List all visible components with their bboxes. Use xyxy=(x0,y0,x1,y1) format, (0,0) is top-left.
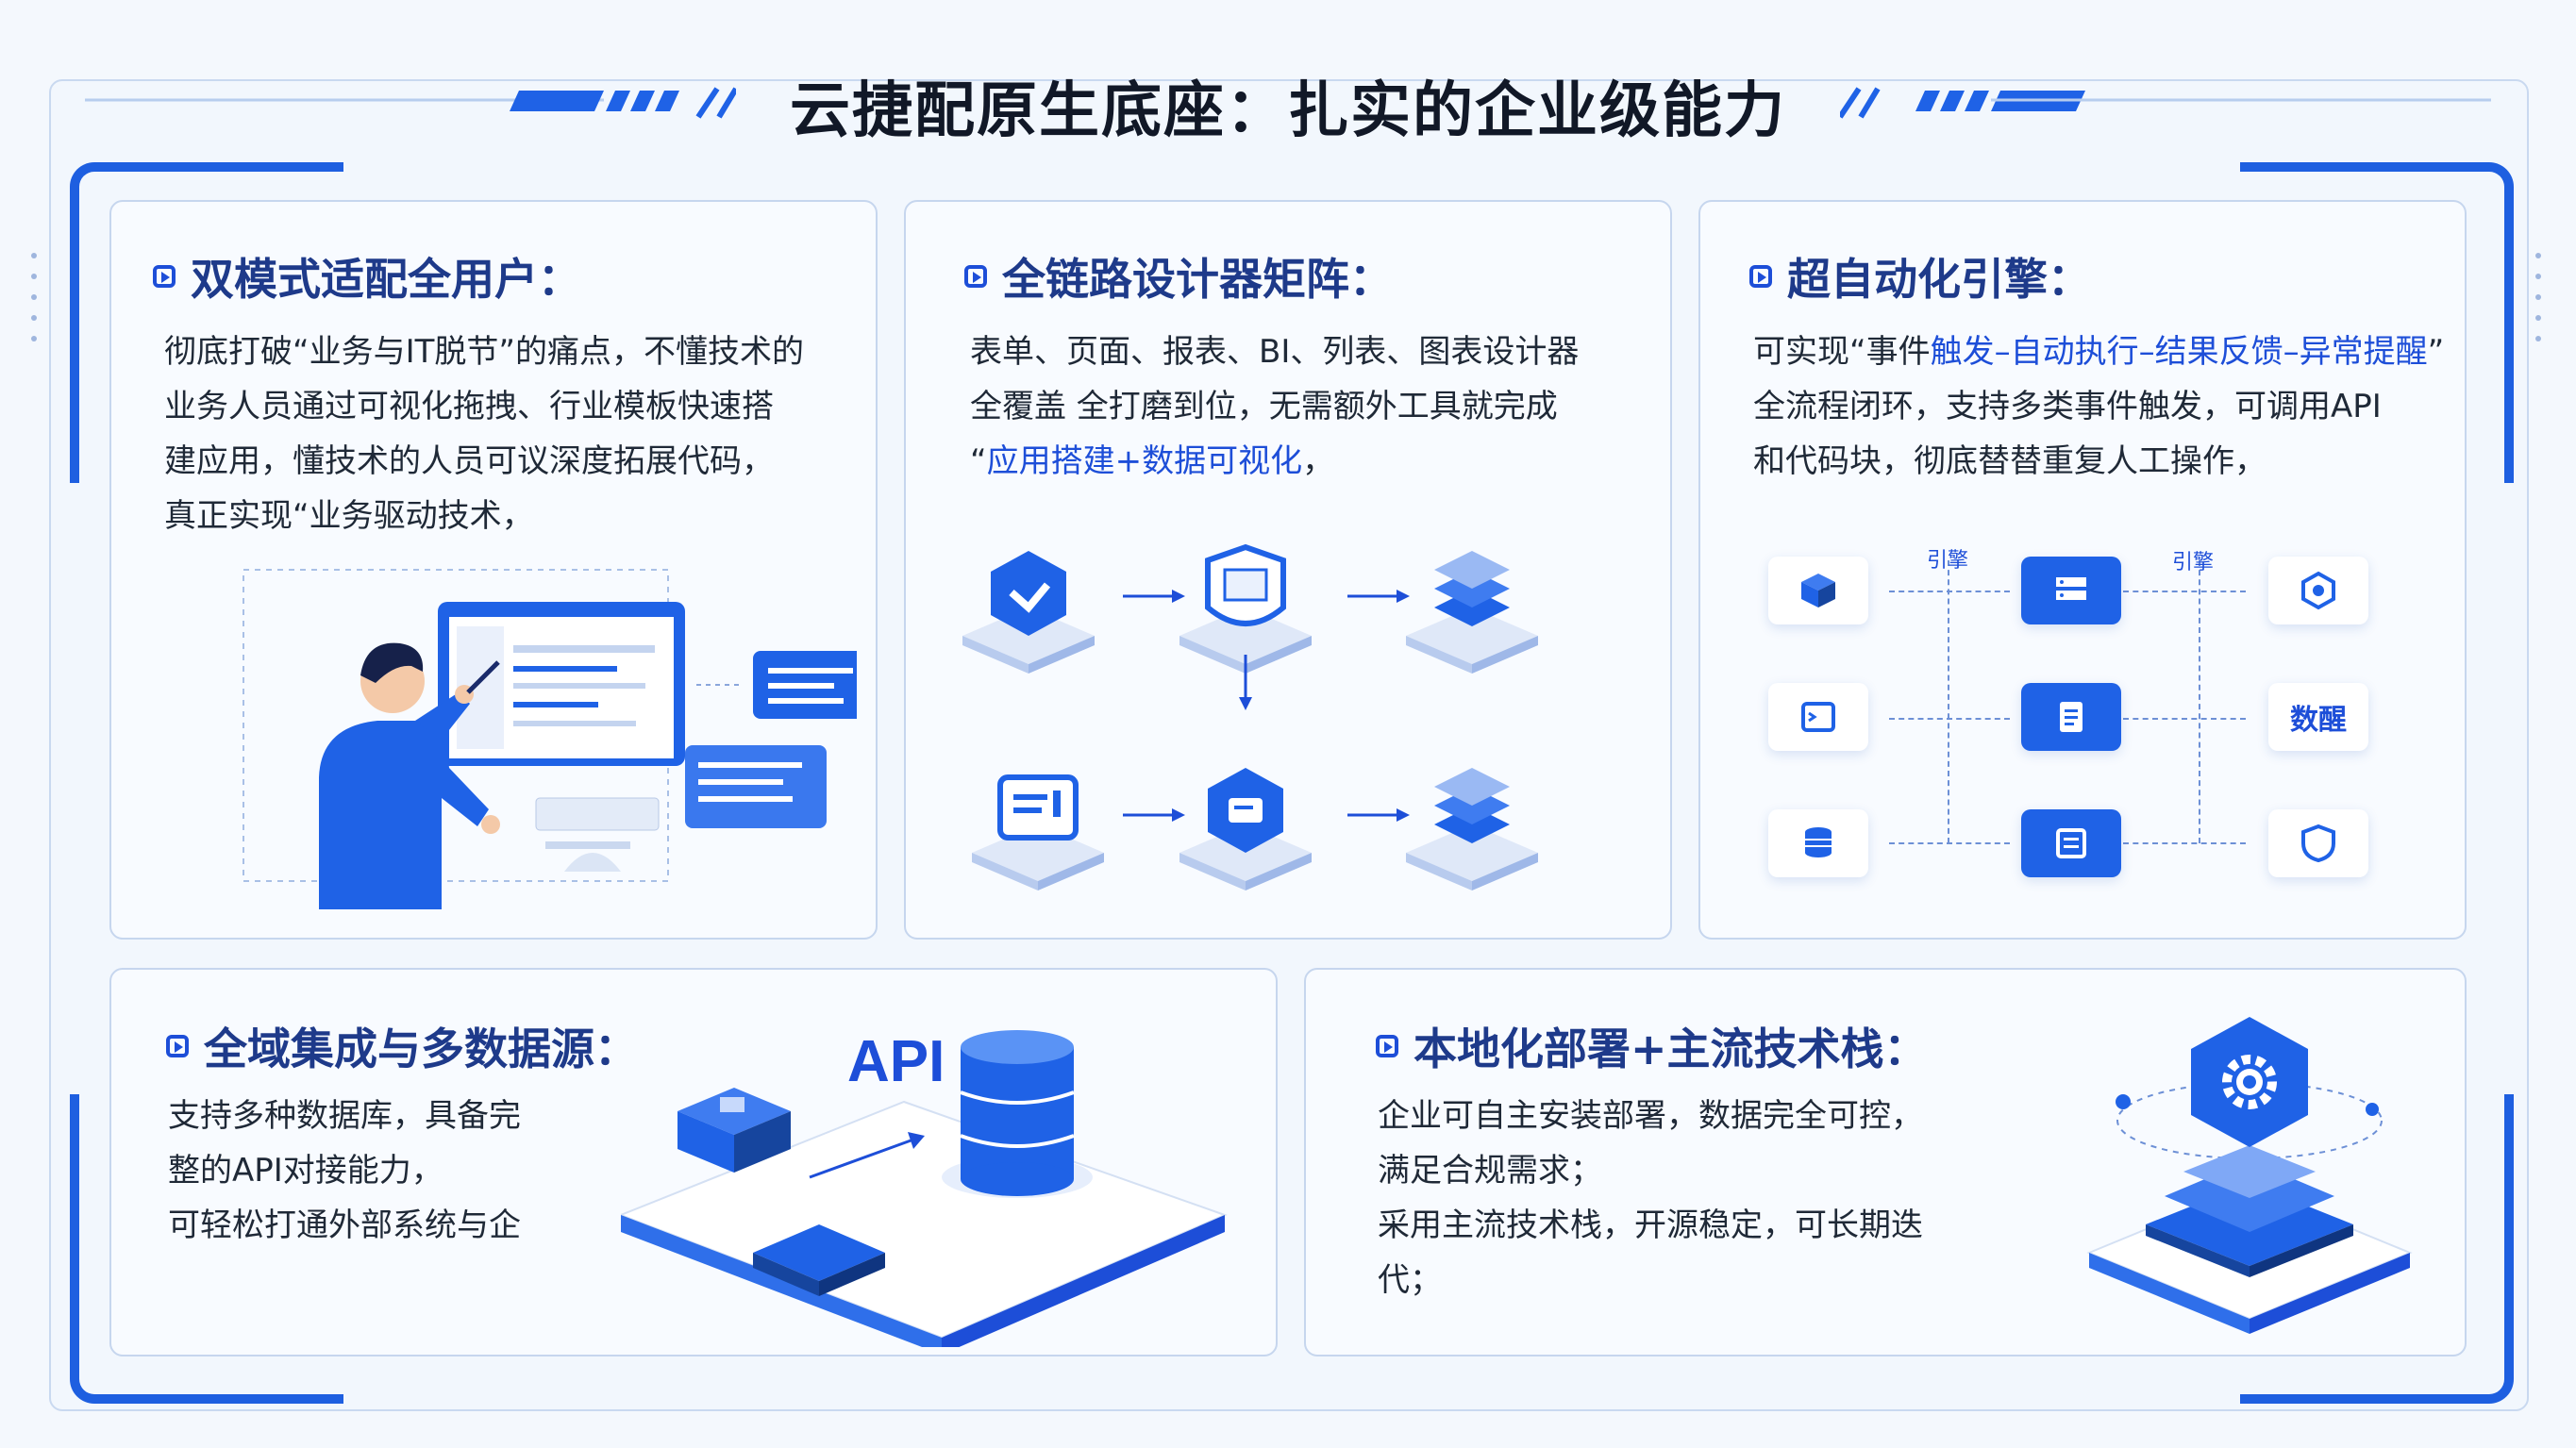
body-line: 支持多种数据库，具备完 xyxy=(168,1097,521,1135)
card-deployment-heading: 本地化部署+主流技术栈： xyxy=(1413,1024,1928,1074)
card-designer-header: 全链路设计器矩阵： xyxy=(964,245,1393,308)
notification-tile: 数醒 xyxy=(2268,683,2368,751)
card-integration-heading: 全域集成与多数据源： xyxy=(204,1024,638,1074)
card-dual-mode-body: 彻底打破“业务与IT脱节”的痛点，不懂技术的 业务人员通过可视化拖拽、行业模板快… xyxy=(164,325,804,543)
title-decoration-left xyxy=(85,87,736,119)
plugin-tile xyxy=(2268,557,2368,624)
connector xyxy=(2199,560,2200,843)
body-line: 业务人员通过可视化拖拽、行业模板快速搭 xyxy=(164,388,774,425)
body-line: 可轻松打通外部系统与企 xyxy=(168,1207,521,1244)
connector xyxy=(2123,591,2246,592)
connector xyxy=(1889,842,2010,844)
body-line: 和代码块，彻底替替重复人工操作， xyxy=(1753,442,2267,480)
connector xyxy=(1889,718,2010,720)
engine-label: 引擎 xyxy=(2172,551,2215,574)
server-tile xyxy=(2021,557,2121,624)
cube-icon xyxy=(1801,574,1835,607)
highlight-text: 应用搭建+数据可视化 xyxy=(986,442,1303,480)
report-designer-icon xyxy=(972,774,1104,890)
text-suffix: ” xyxy=(2427,333,2445,371)
card-designer-body: 表单、页面、报表、BI、列表、图表设计器 全覆盖 全打磨到位，无需额外工具就完成… xyxy=(970,325,1579,489)
database-tile xyxy=(1768,809,1868,877)
connector xyxy=(1948,560,1949,843)
frame-bracket-top-right xyxy=(2240,162,2514,483)
frame-bracket-bottom-left xyxy=(70,1094,343,1404)
api-label: API xyxy=(847,1029,945,1094)
body-line: 满足合规需求； xyxy=(1378,1152,1602,1190)
connector xyxy=(2123,718,2246,720)
play-icon xyxy=(1376,1035,1398,1057)
title-decoration-right xyxy=(1840,87,2491,119)
card-designer-heading: 全链路设计器矩阵： xyxy=(1002,254,1393,305)
person-monitor-illustration xyxy=(243,569,857,909)
card-integration-body: 支持多种数据库，具备完 整的API对接能力， 可轻松打通外部系统与企 xyxy=(168,1089,521,1253)
body-line: “应用搭建+数据可视化， xyxy=(970,434,1579,489)
page-designer-icon xyxy=(1179,543,1312,674)
body-line: 可实现“事件触发–自动执行–结果反馈–异常提醒” xyxy=(1753,325,2444,379)
body-line: 采用主流技术栈，开源稳定，可长期迭 xyxy=(1378,1207,1923,1244)
play-icon xyxy=(1749,265,1772,288)
list-icon xyxy=(2056,828,2086,858)
body-line: 全覆盖 全打磨到位，无需额外工具就完成 xyxy=(970,388,1558,425)
body-line: 代； xyxy=(1378,1261,1442,1299)
play-icon xyxy=(153,265,176,288)
connector xyxy=(1889,591,2010,592)
frame-bracket-top-left xyxy=(70,162,343,483)
shield-tile xyxy=(2268,809,2368,877)
card-deployment-body: 企业可自主安装部署，数据完全可控， 满足合规需求； 采用主流技术栈，开源稳定，可… xyxy=(1378,1089,1923,1307)
designer-flow-diagram xyxy=(962,543,1538,890)
stack-icon xyxy=(1406,551,1538,674)
card-deployment-header: 本地化部署+主流技术栈： xyxy=(1376,1015,1928,1077)
terminal-icon xyxy=(1801,702,1835,732)
body-line: 真正实现“业务驱动技术， xyxy=(164,497,534,535)
api-database-illustration xyxy=(621,1030,1228,1347)
page-title: 云捷配原生底座：扎实的企业级能力 xyxy=(790,76,1786,146)
play-icon xyxy=(964,265,987,288)
play-icon xyxy=(166,1035,189,1057)
frame-bracket-bottom-right xyxy=(2240,1094,2514,1404)
document-tile xyxy=(2021,683,2121,751)
body-line: 建应用，懂技术的人员可议深度拓展代码， xyxy=(164,442,774,480)
body-line: 表单、页面、报表、BI、列表、图表设计器 xyxy=(970,333,1580,371)
left-dots-decoration xyxy=(31,253,37,341)
chart-stack-icon xyxy=(1406,768,1538,890)
database-icon xyxy=(1805,827,1832,857)
engine-label: 引擎 xyxy=(1927,549,1969,573)
body-line: 企业可自主安装部署，数据完全可控， xyxy=(1378,1097,1923,1135)
quote-mark: “ xyxy=(970,442,987,480)
list-tile xyxy=(2021,809,2121,877)
server-icon xyxy=(2056,577,2086,600)
body-line: 彻底打破“业务与IT脱节”的痛点，不懂技术的 xyxy=(164,333,805,371)
cube-tile xyxy=(1768,557,1868,624)
card-designer: 全链路设计器矩阵： 表单、页面、报表、BI、列表、图表设计器 全覆盖 全打磨到位… xyxy=(904,200,1672,940)
card-automation: 超自动化引擎： 可实现“事件触发–自动执行–结果反馈–异常提醒” 全流程闭环，支… xyxy=(1698,200,2467,940)
card-automation-header: 超自动化引擎： xyxy=(1749,245,2091,308)
card-integration-header: 全域集成与多数据源： xyxy=(166,1015,638,1077)
text-prefix: 可实现“事件 xyxy=(1753,333,1931,371)
tile-label: 数醒 xyxy=(2290,704,2347,737)
card-dual-mode: 双模式适配全用户： 彻底打破“业务与IT脱节”的痛点，不懂技术的 业务人员通过可… xyxy=(109,200,878,940)
card-dual-mode-header: 双模式适配全用户： xyxy=(153,245,581,308)
card-deployment: 本地化部署+主流技术栈： 企业可自主安装部署，数据完全可控， 满足合规需求； 采… xyxy=(1304,968,2467,1356)
terminal-tile xyxy=(1768,683,1868,751)
hex-gear-icon xyxy=(2301,571,2335,610)
card-automation-heading: 超自动化引擎： xyxy=(1787,254,2091,305)
card-dual-mode-heading: 双模式适配全用户： xyxy=(191,254,581,305)
highlight-text: 触发–自动执行–结果反馈–异常提醒 xyxy=(1930,333,2428,371)
connector xyxy=(2123,842,2246,844)
card-automation-body: 可实现“事件触发–自动执行–结果反馈–异常提醒” 全流程闭环，支持多类事件触发，… xyxy=(1753,325,2444,489)
deployment-gear-illustration xyxy=(2086,1017,2413,1334)
body-line: 整的API对接能力， xyxy=(168,1152,443,1190)
comma: ， xyxy=(1302,442,1335,480)
body-line: 全流程闭环，支持多类事件触发，可调用API xyxy=(1753,388,2382,425)
shield-icon xyxy=(2301,824,2335,863)
bi-designer-icon xyxy=(1179,768,1312,890)
card-integration: 全域集成与多数据源： 支持多种数据库，具备完 整的API对接能力， 可轻松打通外… xyxy=(109,968,1278,1356)
right-dots-decoration xyxy=(2535,253,2541,341)
form-designer-icon xyxy=(962,551,1095,674)
document-icon xyxy=(2060,702,2083,732)
